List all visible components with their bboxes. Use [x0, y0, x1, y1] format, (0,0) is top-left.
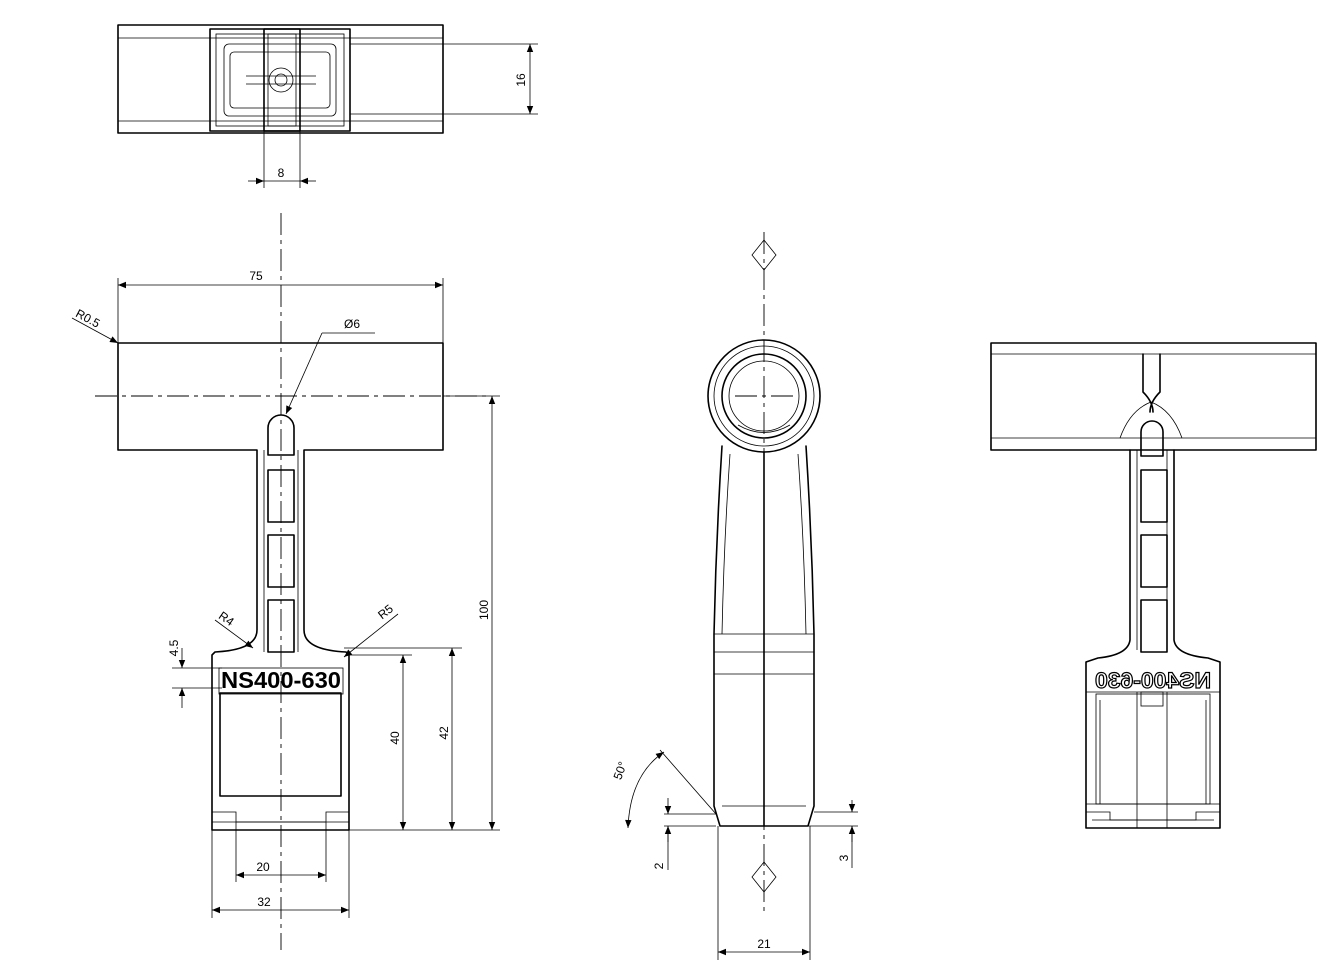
- dim-100: 100: [477, 600, 491, 620]
- dim-40: 40: [388, 731, 402, 745]
- dim-dia-6: Ø6: [344, 317, 360, 331]
- dim-75: 75: [249, 269, 263, 283]
- dim-8: 8: [278, 166, 285, 180]
- rear-view: NS400-630: [990, 342, 1317, 829]
- top-view: 16 8: [117, 24, 538, 188]
- side-view: 50° 2 3 21: [611, 232, 858, 960]
- dim-r4: R4: [216, 609, 237, 629]
- dim-20: 20: [256, 860, 270, 874]
- front-view: NS400-630 75 R0.5 Ø6 R4 R5 4.5 100: [71, 213, 500, 950]
- rear-part-label: NS400-630: [1095, 668, 1211, 693]
- dim-42: 42: [437, 726, 451, 740]
- dim-r5: R5: [375, 601, 396, 622]
- dim-2: 2: [652, 862, 666, 869]
- dim-4-5: 4.5: [167, 639, 181, 656]
- front-part-label: NS400-630: [221, 667, 341, 693]
- dim-32: 32: [257, 895, 271, 909]
- dim-angle-50: 50°: [611, 760, 630, 782]
- dim-3: 3: [837, 854, 851, 861]
- dim-16: 16: [514, 73, 528, 87]
- dim-21: 21: [757, 937, 771, 951]
